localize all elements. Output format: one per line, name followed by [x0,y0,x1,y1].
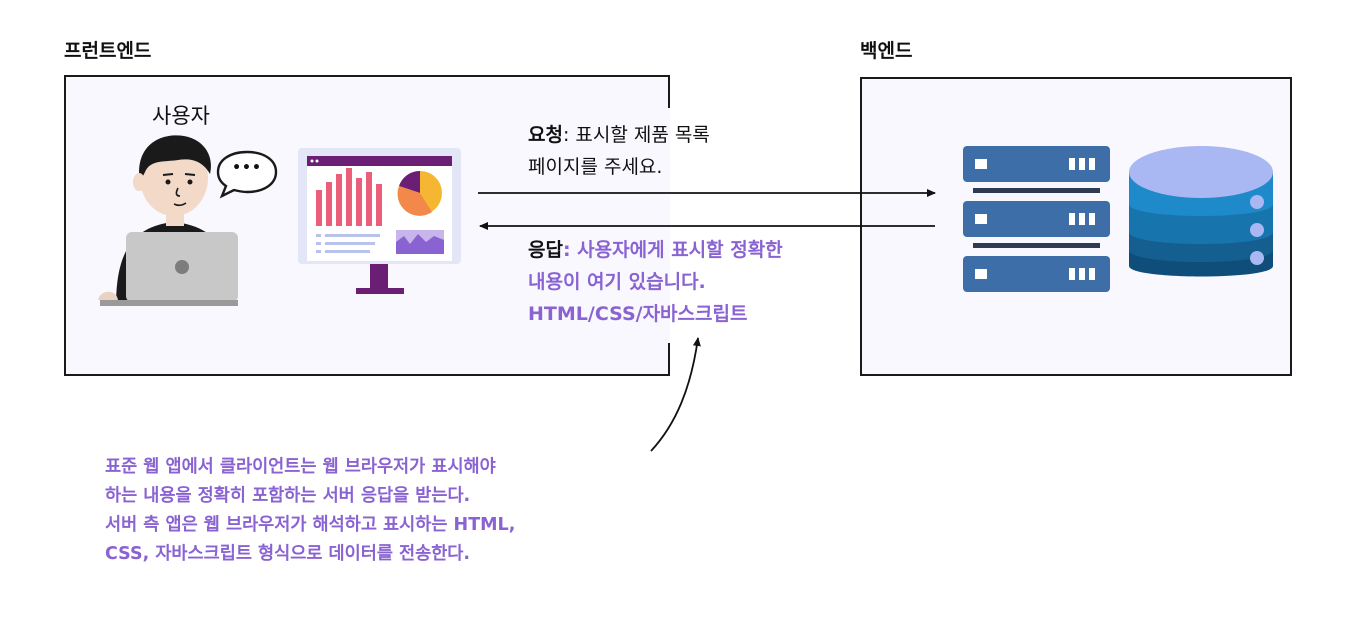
user-brow-right [184,173,196,176]
user-brow-left [162,173,174,176]
monitor-base [356,288,404,294]
user-hand [98,291,118,300]
monitor-illustration [298,148,461,294]
database-icon [1129,146,1273,277]
backend-title: 백엔드 [860,40,913,62]
area-chart-icon [396,230,444,254]
list-lines-icon [316,234,380,253]
note-line-4: CSS, 자바스크립트 형식으로 데이터를 전송한다. [105,544,471,564]
frontend-title: 프런트엔드 [64,40,152,62]
response-line3: HTML/CSS/자바스크립트 [528,303,748,325]
user-ear [133,173,145,191]
response-line2: 내용이 여기 있습니다. [528,271,706,293]
user-nose [175,187,181,197]
user-mouth [173,202,187,207]
request-label: 요청 [528,124,563,146]
laptop-base [100,300,238,306]
speech-bubble-icon [216,150,278,199]
server-unit-3 [963,256,1110,292]
user-eye-left [165,179,171,185]
user-eye-right [187,179,193,185]
response-label: 응답 [528,239,563,261]
server-unit-2 [963,201,1110,237]
laptop-logo [175,260,189,274]
note-line-1: 표준 웹 앱에서 클라이언트는 웹 브라우저가 표시해야 [105,457,496,477]
note-line-3: 서버 측 앱은 웹 브라우저가 해석하고 표시하는 HTML, [105,515,516,535]
monitor-stand [370,264,388,288]
response-line1: : 사용자에게 표시할 정확한 [562,239,783,261]
response-message: 응답: 사용자에게 표시할 정확한 내용이 여기 있습니다. HTML/CSS/… [528,234,783,330]
user-label: 사용자 [152,104,210,128]
server-unit-1 [963,146,1110,182]
user-illustration [98,135,238,306]
server-icon [963,146,1110,292]
pie-chart-icon [397,170,442,216]
request-line2: 페이지를 주세요. [528,156,663,178]
bar-chart-icon [316,168,382,226]
note-line-2: 하는 내용을 정확히 포함하는 서버 응답을 받는다. [105,486,471,506]
user-hair [139,135,211,182]
explanation-note: 표준 웹 앱에서 클라이언트는 웹 브라우저가 표시해야 하는 내용을 정확히 … [105,453,515,569]
request-line1: : 표시할 제품 목록 [562,124,710,146]
note-pointer-arrow [650,337,701,452]
speech-bubble-text: ••• [232,160,262,176]
monitor-titlebar [307,156,452,166]
request-message: 요청: 표시할 제품 목록 페이지를 주세요. [528,119,710,183]
